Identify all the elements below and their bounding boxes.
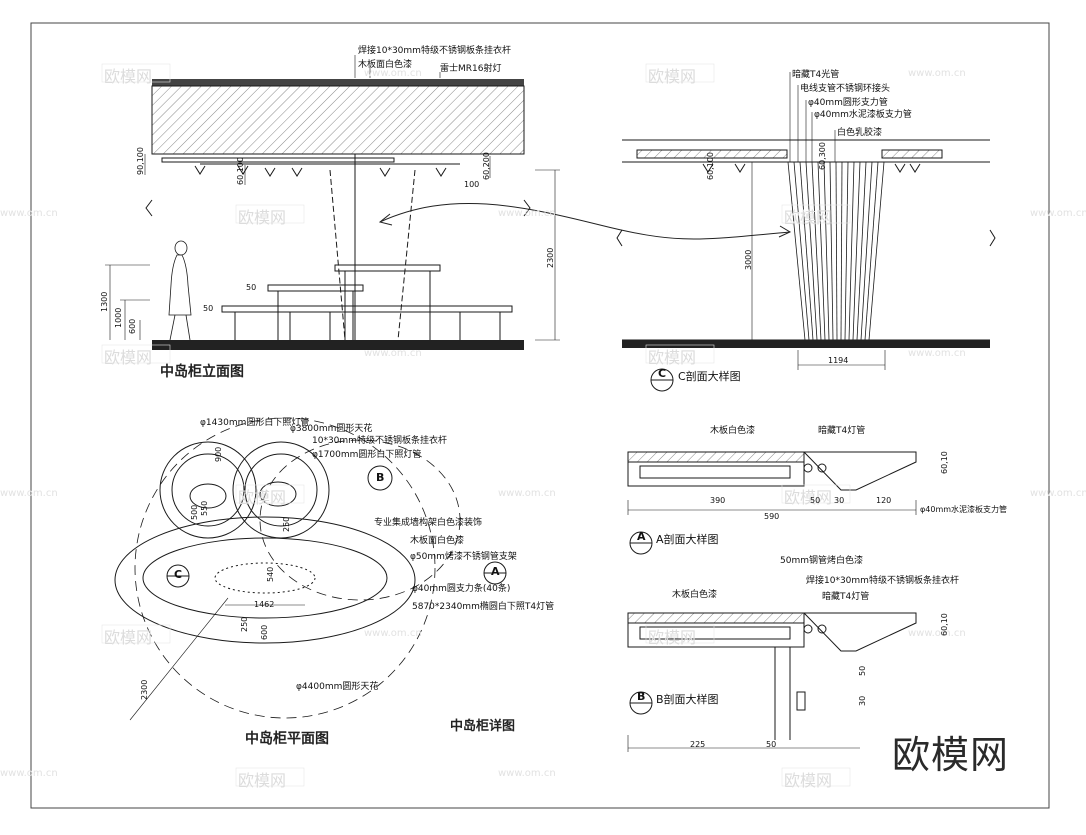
plan-label-6: 木板面白色漆 [410,536,465,546]
section-b-label-2: 焊接10*30mm特级不锈钢板条挂衣杆 [806,576,959,586]
elevation-dim-100: 100 [464,180,480,189]
elevation-dim-light: 60,100 [236,157,245,185]
section-b-label-3: 木板白色漆 [672,590,718,600]
detail-title: 中岛柜详图 [450,719,516,734]
reference-arrow-head-left [378,213,393,226]
reference-arrow [379,202,791,240]
section-c-label-3: φ40mm圆形支力管 [808,98,888,108]
section-c-title: C剖面大样图 [678,370,741,383]
elevation-dim-600: 600 [128,318,137,334]
section-c-dim-3: 3000 [744,249,753,270]
human-figure [168,240,192,341]
plan-marker-b: B [376,471,385,484]
section-b-dim-50v: 50 [858,665,867,676]
section-a-title: A剖面大样图 [656,533,719,546]
section-b-dim-60-10: 60,10 [940,613,949,636]
elevation-label-spotlight: 雷士MR16射灯 [440,64,502,74]
section-b-dim-30v: 30 [858,695,867,706]
plan-dim-600: 600 [260,624,269,640]
plan-dim-500: 500 [190,504,199,520]
elevation-dimensions [105,154,560,341]
plan-label-1: φ1430mm圆形白下照灯管 [200,418,310,428]
section-b-dim-50: 50 [766,740,777,749]
watermark-pattern [101,63,851,787]
spotlights [194,165,447,177]
elevation-dim-1000: 1000 [114,307,123,328]
elevation-dim-right: 60,200 [482,152,491,180]
plan-title: 中岛柜平面图 [245,731,329,747]
plan-label-4: φ1700mm圆形白下照灯管 [312,450,422,460]
section-c-dim-2: 60,300 [818,142,827,170]
section-c-label-5: 白色乳胶漆 [837,128,883,138]
section-a-dim-30: 30 [834,496,845,505]
elevation-dim-ceiling: 90,100 [136,147,145,175]
plan-label-2: φ3800mm圆形天花 [290,424,373,434]
plan-drawing [114,417,507,721]
section-b-label-1: 50mm钢管烤白色漆 [780,556,863,566]
elevation-drawing [105,55,560,350]
plan-label-3: 10*30mm特级不锈钢板条挂衣杆 [312,436,447,446]
section-a-label-1: 木板白色漆 [710,426,756,436]
section-a-dim-50: 50 [810,496,821,505]
plan-label-10: φ4400mm圆形天花 [296,682,379,692]
section-a-dim-390: 390 [710,496,726,505]
plan-dim-250b: 250 [240,616,249,632]
section-c-label-1: 暗藏T4光管 [792,70,840,80]
section-c-dim-4: 1194 [828,356,849,365]
elevation-label-paint: 木板面白色漆 [358,60,413,70]
section-a-label-3: φ40mm水泥漆板支力管 [920,505,1008,514]
section-c-label-4: φ40mm水泥漆板支力管 [814,110,912,120]
plan-label-7: φ50mm烤漆不锈钢管支架 [410,552,517,562]
plan-dim-540: 540 [266,566,275,582]
elevation-title: 中岛柜立面图 [160,364,244,380]
brand-logo: 欧模网 [892,733,1010,777]
plan-marker-a: A [491,565,500,578]
plan-label-8: φ40mm圆支力条(40条) [412,584,511,594]
section-a-dim-60-10: 60,10 [940,451,949,474]
plan-dim-900: 900 [214,446,223,462]
section-b-dim-225: 225 [690,740,706,749]
section-b-label-4: 暗藏T4灯管 [822,592,870,602]
elevation-dim-50a: 50 [246,283,257,292]
section-a-dim-120: 120 [876,496,892,505]
plan-marker-c: C [174,568,183,581]
section-b-drawing [627,612,917,752]
section-c-marker: C [658,367,667,380]
plan-dim-550: 550 [200,500,209,516]
section-c-label-2: 电线支管不锈钢环接头 [800,84,891,94]
plan-dim-2300: 2300 [140,679,149,700]
section-c-dim-1: 60,100 [706,152,715,180]
section-a-dim-590: 590 [764,512,780,521]
sheet-border [30,22,1050,809]
section-c-drawing [616,72,996,392]
section-b-title: B剖面大样图 [656,693,719,706]
section-a-marker: A [637,530,646,543]
reference-arrow-head-right [778,225,792,238]
elevation-label-rod: 焊接10*30mm特级不锈钢板条挂衣杆 [358,46,511,56]
elevation-dim-50b: 50 [203,304,214,313]
elevation-dim-2300: 2300 [546,247,555,268]
elevation-dim-1300: 1300 [100,291,109,312]
section-c-cone [787,161,885,341]
section-b-marker: B [637,690,646,703]
plan-dim-1462: 1462 [254,600,275,609]
section-c-dimensions [751,72,886,370]
section-a-drawing [627,451,917,555]
plan-label-5: 专业集成墙构架白色漆装饰 [374,518,483,528]
section-a-label-2: 暗藏T4灯管 [818,426,866,436]
plan-label-9: 5870*2340mm椭圆白下照T4灯管 [412,602,555,612]
plan-dim-250a: 250 [282,516,291,532]
